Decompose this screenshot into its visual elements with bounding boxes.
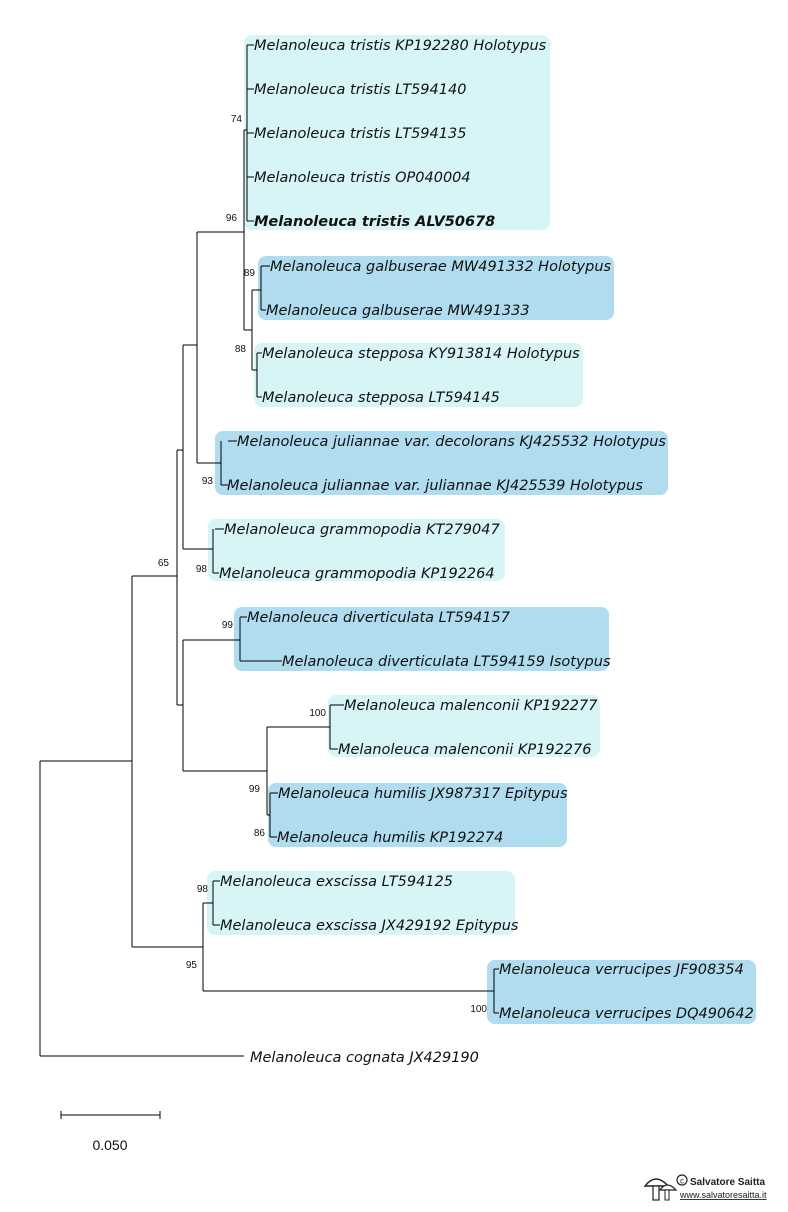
clade-highlight-box xyxy=(207,871,515,935)
clade-highlight-box xyxy=(487,960,756,1024)
clade-highlight-box xyxy=(268,783,567,847)
taxon-label: Melanoleuca humilis KP192274 xyxy=(277,830,503,846)
taxon-label: Melanoleuca tristis LT594140 xyxy=(254,82,466,98)
bootstrap-value: 88 xyxy=(235,344,247,355)
taxon-labels: Melanoleuca tristis KP192280 HolotypusMe… xyxy=(219,38,754,1066)
taxon-label: Melanoleuca malenconii KP192276 xyxy=(338,742,591,758)
bootstrap-value: 74 xyxy=(231,114,243,125)
clade-highlight-box xyxy=(254,343,583,407)
copyright-icon-glyph: c xyxy=(680,1177,684,1186)
bootstrap-value: 86 xyxy=(254,828,266,839)
bootstrap-value: 98 xyxy=(197,884,209,895)
taxon-label: Melanoleuca stepposa LT594145 xyxy=(262,390,500,406)
bootstrap-value: 100 xyxy=(470,1004,487,1015)
taxon-label: Melanoleuca tristis KP192280 Holotypus xyxy=(254,38,547,54)
bootstrap-value: 98 xyxy=(196,564,208,575)
taxon-label: Melanoleuca grammopodia KP192264 xyxy=(219,566,495,582)
clade-highlight-box xyxy=(234,607,609,671)
bootstrap-value: 93 xyxy=(202,476,214,487)
taxon-label: Melanoleuca verrucipes JF908354 xyxy=(499,962,744,978)
credit-logo: c Salvatore Saitta www.salvatoresaitta.it xyxy=(643,1174,767,1201)
credit-name: Salvatore Saitta xyxy=(690,1177,765,1188)
clade-highlight-box xyxy=(215,431,668,495)
copyright-icon xyxy=(676,1174,688,1186)
bootstrap-values: 74 96 89 88 93 98 65 99 100 99 86 98 95 100 xyxy=(158,114,488,1015)
taxon-label: Melanoleuca cognata JX429190 xyxy=(250,1050,479,1066)
tree-branches xyxy=(39,44,499,1057)
taxon-label: Melanoleuca galbuserae MW491332 Holotypu… xyxy=(270,259,612,275)
taxon-label: Melanoleuca diverticulata LT594157 xyxy=(247,610,511,626)
taxon-label: Melanoleuca tristis LT594135 xyxy=(254,126,466,142)
taxon-label: Melanoleuca malenconii KP192277 xyxy=(344,698,598,714)
clade-highlights xyxy=(207,35,756,1024)
taxon-label: Melanoleuca tristis OP040004 xyxy=(254,170,471,186)
taxon-label: Melanoleuca humilis JX987317 Epitypus xyxy=(278,786,568,802)
bootstrap-value: 95 xyxy=(186,960,198,971)
scale-bar: 0.050 xyxy=(60,1111,161,1153)
bootstrap-value: 99 xyxy=(222,620,234,631)
scale-bar-label: 0.050 xyxy=(92,1137,127,1153)
taxon-label: Melanoleuca galbuserae MW491333 xyxy=(266,303,530,319)
clade-highlight-box xyxy=(208,519,505,581)
taxon-label: Melanoleuca tristis ALV50678 xyxy=(254,214,495,230)
credit-url: www.salvatoresaitta.it xyxy=(679,1190,767,1200)
bootstrap-value: 65 xyxy=(158,558,170,569)
taxon-label: Melanoleuca juliannae var. juliannae KJ4… xyxy=(227,478,643,494)
bootstrap-value: 96 xyxy=(226,213,238,224)
taxon-label: Melanoleuca verrucipes DQ490642 xyxy=(499,1006,754,1022)
taxon-label: Melanoleuca exscissa JX429192 Epitypus xyxy=(220,918,519,934)
taxon-label: Melanoleuca diverticulata LT594159 Isoty… xyxy=(282,654,611,670)
taxon-label: Melanoleuca grammopodia KT279047 xyxy=(224,522,500,538)
clade-highlight-box xyxy=(328,695,600,757)
taxon-label: Melanoleuca exscissa LT594125 xyxy=(220,874,453,890)
clade-highlight-box xyxy=(258,256,614,320)
mushroom-icon xyxy=(643,1178,678,1201)
bootstrap-value: 100 xyxy=(309,708,326,719)
taxon-label: Melanoleuca juliannae var. decolorans KJ… xyxy=(237,434,666,450)
clade-highlight-box xyxy=(244,35,550,230)
bootstrap-value: 99 xyxy=(249,784,261,795)
taxon-label: Melanoleuca stepposa KY913814 Holotypus xyxy=(262,346,580,362)
bootstrap-value: 89 xyxy=(244,268,256,279)
